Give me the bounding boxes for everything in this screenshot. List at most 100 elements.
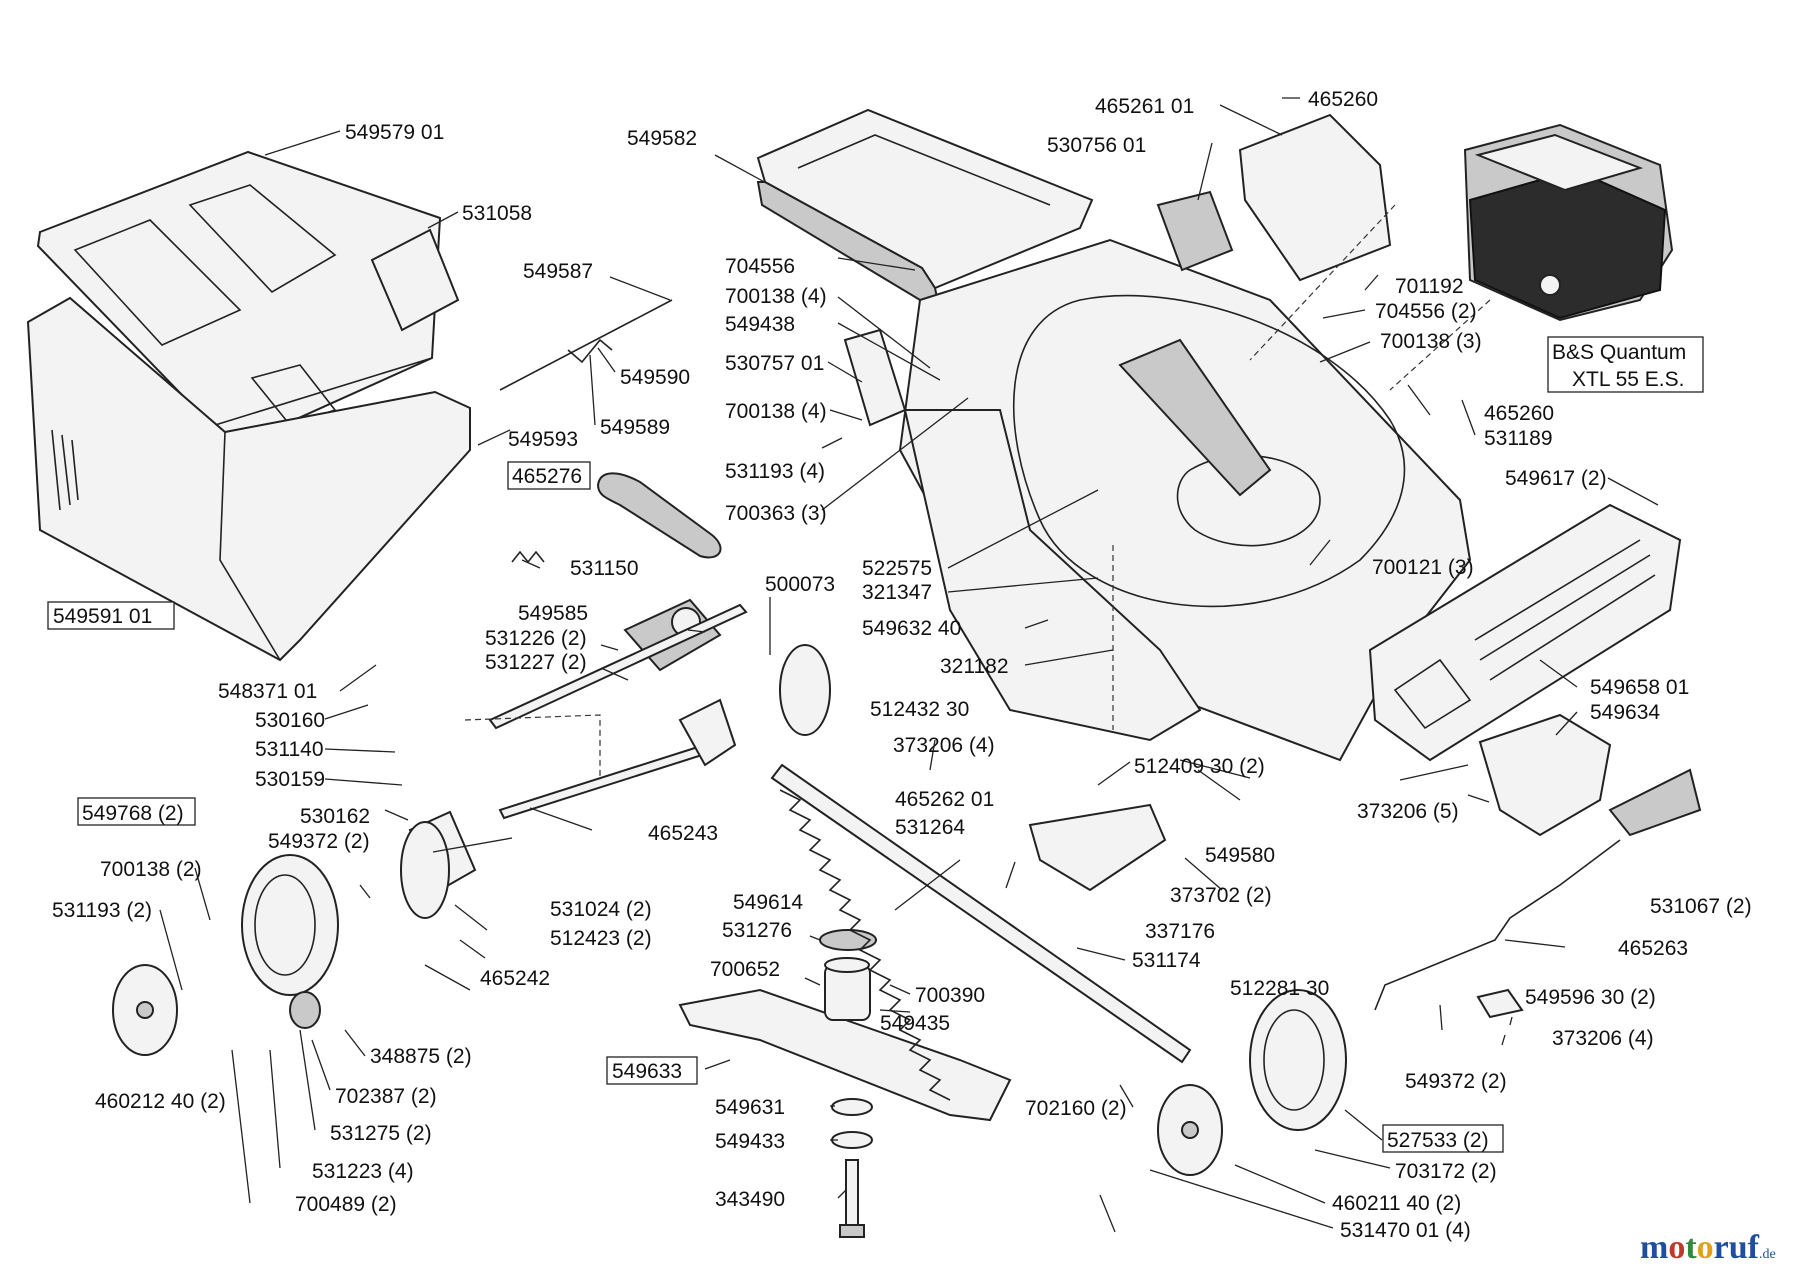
rear-wheel-left — [241, 854, 339, 996]
grass-catcher-lid — [36, 150, 442, 450]
logo-letter-m: m — [1640, 1229, 1668, 1266]
label-549372-2b: 549372 (2) — [1405, 1070, 1507, 1093]
rear-flap-cover — [756, 108, 1094, 315]
plate-549596 — [1476, 988, 1524, 1019]
label-373702-2: 373702 (2) — [1170, 884, 1272, 907]
label-522575: 522575 — [862, 557, 932, 580]
label-531174: 531174 — [1132, 949, 1201, 972]
label-531140: 531140 — [255, 738, 324, 761]
guard-plate-549634 — [1478, 713, 1612, 837]
label-465243: 465243 — [648, 822, 718, 845]
label-531276: 531276 — [722, 919, 792, 942]
label-531226-2: 531226 (2) — [485, 627, 587, 650]
label-512432-30: 512432 30 — [870, 698, 969, 721]
svg-text:motoruf.de: motoruf.de — [1640, 1229, 1776, 1266]
part-labels: 549579 01 531058 549587 549590 549589 54… — [47, 88, 1752, 1242]
label-549372-2a: 549372 (2) — [268, 830, 370, 853]
label-700363-3: 700363 (3) — [725, 502, 827, 525]
label-700138-3: 700138 (3) — [1380, 330, 1482, 353]
label-549580: 549580 — [1205, 844, 1275, 867]
label-700489-2: 700489 (2) — [295, 1193, 397, 1216]
label-531227-2: 531227 (2) — [485, 651, 587, 674]
label-549590: 549590 — [620, 366, 690, 389]
alignment-line-axle — [464, 714, 601, 780]
label-700652: 700652 — [710, 958, 780, 981]
label-348875-2: 348875 (2) — [370, 1045, 472, 1068]
alignment-line-engine — [1249, 204, 1491, 391]
label-531189: 531189 — [1484, 427, 1553, 450]
label-530162: 530162 — [300, 805, 370, 828]
logo-letter-o2: o — [1697, 1229, 1714, 1266]
label-530757-01: 530757 01 — [725, 352, 824, 375]
label-500073: 500073 — [765, 573, 835, 596]
label-549593: 549593 — [508, 428, 578, 451]
label-465261-01: 465261 01 — [1095, 95, 1194, 118]
label-box-549633 — [606, 1056, 698, 1085]
label-465260b: 465260 — [1484, 402, 1554, 425]
label-box-527533-2 — [1382, 1124, 1504, 1153]
label-549587: 549587 — [523, 260, 593, 283]
label-512423-2: 512423 (2) — [550, 927, 652, 950]
label-531193-4: 531193 (4) — [725, 460, 825, 483]
label-549591-01: 549591 01 — [53, 605, 152, 628]
label-box-549591-01 — [47, 601, 175, 630]
label-box-549768-2 — [77, 797, 196, 826]
label-321347: 321347 — [862, 581, 932, 604]
label-373206-5: 373206 (5) — [1357, 800, 1459, 823]
spring-549614 — [779, 789, 951, 1101]
label-box-engine — [1547, 336, 1704, 393]
label-704556-2: 704556 (2) — [1375, 300, 1477, 323]
label-700390: 700390 — [915, 984, 985, 1007]
label-337176: 337176 — [1145, 920, 1215, 943]
bracket-530756 — [1156, 190, 1234, 272]
label-531193-2: 531193 (2) — [52, 899, 152, 922]
label-549633: 549633 — [612, 1060, 682, 1083]
pulley-500073 — [779, 644, 831, 736]
label-531024-2: 531024 (2) — [550, 898, 652, 921]
label-548371-01: 548371 01 — [218, 680, 317, 703]
label-373206-4a: 373206 (4) — [893, 734, 995, 757]
label-703172-2: 703172 (2) — [1395, 1160, 1497, 1183]
label-530756-01: 530756 01 — [1047, 134, 1146, 157]
label-549596-30-2: 549596 30 (2) — [1525, 986, 1656, 1009]
label-549433: 549433 — [715, 1130, 785, 1153]
label-700121-3: 700121 (3) — [1372, 556, 1474, 579]
label-700138-2: 700138 (2) — [100, 858, 202, 881]
cable-465262 — [770, 763, 1192, 1064]
label-373206-4b: 373206 (4) — [1552, 1027, 1654, 1050]
label-549658-01: 549658 01 — [1590, 676, 1689, 699]
label-549768-2: 549768 (2) — [82, 802, 184, 825]
washer-549631 — [831, 1098, 873, 1116]
label-549614: 549614 — [733, 891, 803, 914]
catcher-handle-cover — [370, 228, 460, 332]
bracket-530757 — [843, 328, 907, 427]
catcher-rod — [499, 299, 673, 391]
label-321182: 321182 — [940, 655, 1009, 678]
front-bumper-549658 — [1368, 503, 1682, 762]
engine-shroud-465261 — [1238, 113, 1392, 282]
spur-gear-531275 — [289, 991, 321, 1029]
label-549438: 549438 — [725, 313, 795, 336]
label-527533-2: 527533 (2) — [1387, 1129, 1489, 1152]
blade-adapter-549435 — [824, 957, 871, 1021]
logo-letters-ruf: ruf — [1714, 1229, 1760, 1266]
pulley-531276 — [819, 929, 877, 951]
drive-belt — [596, 472, 722, 559]
label-531275-2: 531275 (2) — [330, 1122, 432, 1145]
logo-letter-t: t — [1685, 1229, 1697, 1266]
grass-catcher-bag — [26, 296, 471, 662]
wheel-disc-465242 — [400, 821, 450, 919]
label-465262-01: 465262 01 — [895, 788, 994, 811]
bracket-549580 — [1028, 803, 1167, 892]
label-465260a: 465260 — [1308, 88, 1378, 111]
label-549617-2: 549617 (2) — [1505, 467, 1607, 490]
front-axle-465263 — [1374, 768, 1702, 1011]
label-702387-2: 702387 (2) — [335, 1085, 437, 1108]
label-701192: 701192 — [1395, 275, 1464, 298]
label-343490: 343490 — [715, 1188, 785, 1211]
label-549634: 549634 — [1590, 701, 1660, 724]
label-549579-01: 549579 01 — [345, 121, 444, 144]
deck-mid-panel — [903, 409, 1202, 742]
label-531150: 531150 — [570, 557, 639, 580]
